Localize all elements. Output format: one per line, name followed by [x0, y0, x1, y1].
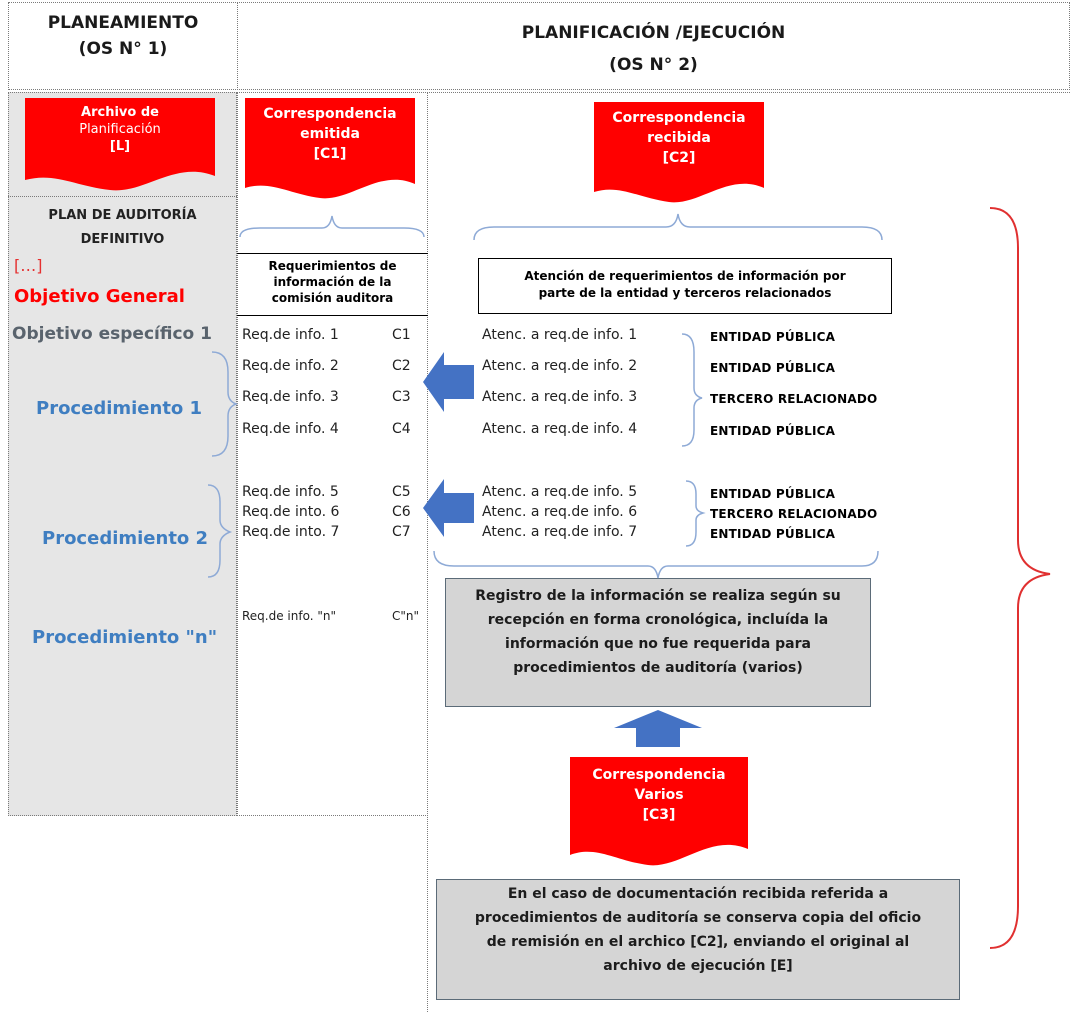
requerimientos-header: Requerimientos de información de la comi… [238, 258, 427, 306]
req-code-3: C3 [392, 389, 411, 405]
planeamiento-column [8, 92, 237, 816]
registro-line2: recepción en forma cronológica, incluída… [487, 612, 829, 628]
atencion-entity-1: ENTIDAD PÚBLICA [710, 330, 836, 344]
atencion-row-2: Atenc. a req.de info. 2 [482, 358, 638, 374]
atencion-header-box: Atención de requerimientos de informació… [478, 258, 892, 314]
doc-c2-line3: [C2] [662, 150, 696, 166]
document-shape-icon [570, 757, 748, 866]
document-shape-icon [245, 98, 415, 199]
req-row-7: Req.de into. 7 [242, 524, 340, 540]
objetivo-especifico: Objetivo específico 1 [12, 324, 212, 344]
registro-line1: Registro de la información se realiza se… [475, 588, 841, 604]
plan-title-line1: PLAN DE AUDITORÍA [48, 208, 197, 223]
req-code-n: C"n" [392, 609, 420, 623]
req-code-4: C4 [392, 421, 411, 437]
atencion-entity-6: TERCERO RELACIONADO [710, 507, 878, 521]
registro-box: Registro de la información se realiza se… [445, 578, 871, 707]
atencion-entity-4: ENTIDAD PÚBLICA [710, 424, 836, 438]
caso-line3: de remisión en el archico [C2], enviando… [486, 934, 910, 950]
req-row-1: Req.de info. 1 [242, 327, 339, 343]
doc-correspondencia-recibida: Correspondencia recibida [C2] [594, 102, 764, 208]
plan-divider [8, 196, 237, 197]
atencion-row-4: Atenc. a req.de info. 4 [482, 421, 638, 437]
req-row-6: Req.de into. 6 [242, 504, 340, 520]
doc-c1-line1: Correspondencia [263, 106, 397, 122]
doc-c3-line3: [C3] [642, 807, 676, 823]
req-row-5: Req.de info. 5 [242, 484, 339, 500]
planificacion-header: PLANIFICACIÓN /EJECUCIÓN (OS N° 2) [237, 20, 1070, 78]
atencion-header-line2: parte de la entidad y terceros relaciona… [538, 286, 832, 300]
registro-line4: procedimientos de auditoría (varios) [513, 660, 803, 676]
doc-c3-line1: Correspondencia [592, 767, 726, 783]
req-code-2: C2 [392, 358, 411, 374]
caso-box: En el caso de documentación recibida ref… [436, 879, 960, 1000]
caso-line1: En el caso de documentación recibida ref… [507, 886, 889, 902]
atencion-row-3: Atenc. a req.de info. 3 [482, 389, 638, 405]
requerimientos-header-rule-bottom [237, 315, 428, 316]
objetivo-general: Objetivo General [14, 286, 185, 307]
caso-line2: procedimientos de auditoría se conserva … [474, 910, 922, 926]
atencion-row-1: Atenc. a req.de info. 1 [482, 327, 638, 343]
planeamiento-os: (OS N° 1) [78, 39, 168, 59]
atencion-header-line1: Atención de requerimientos de informació… [524, 269, 846, 283]
doc-c3-line2: Varios [634, 787, 684, 803]
planificacion-title: PLANIFICACIÓN /EJECUCIÓN [521, 23, 786, 43]
doc-archivo-planificacion: Archivo de Planificación [L] [25, 98, 215, 194]
doc-c1-line3: [C1] [313, 146, 347, 162]
doc-c1-line2: emitida [300, 126, 360, 142]
atencion-entity-5: ENTIDAD PÚBLICA [710, 487, 836, 501]
doc-correspondencia-emitida: Correspondencia emitida [C1] [245, 98, 415, 204]
atencion-row-5: Atenc. a req.de info. 5 [482, 484, 638, 500]
ejecucion-area [427, 92, 1070, 1012]
header-right-cell [237, 2, 1070, 90]
requerimientos-header-line1: Requerimientos de [268, 259, 397, 273]
doc-l-line1: Archivo de [81, 105, 159, 120]
req-row-n: Req.de info. "n" [242, 609, 336, 623]
doc-l-line3: [L] [109, 139, 131, 154]
planeamiento-title: PLANEAMIENTO [47, 13, 199, 33]
document-shape-icon [25, 98, 215, 191]
req-code-5: C5 [392, 484, 411, 500]
procedimiento-1: Procedimiento 1 [36, 398, 203, 419]
atencion-entity-3: TERCERO RELACIONADO [710, 392, 878, 406]
atencion-row-7: Atenc. a req.de info. 7 [482, 524, 638, 540]
req-row-3: Req.de info. 3 [242, 389, 339, 405]
document-shape-icon [594, 102, 764, 203]
atencion-entity-2: ENTIDAD PÚBLICA [710, 361, 836, 375]
req-code-1: C1 [392, 327, 411, 343]
caso-line4: archivo de ejecución [E] [603, 958, 793, 974]
procedimiento-n: Procedimiento "n" [32, 627, 218, 648]
req-code-7: C7 [392, 524, 411, 540]
doc-c2-line2: recibida [647, 130, 711, 146]
plan-ellipsis: […] [14, 256, 43, 275]
requerimientos-header-line3: comisión auditora [271, 291, 394, 305]
plan-title-line2: DEFINITIVO [80, 232, 165, 247]
requerimientos-header-rule [237, 253, 428, 254]
req-row-4: Req.de info. 4 [242, 421, 339, 437]
doc-l-line2: Planificación [79, 122, 161, 137]
req-code-6: C6 [392, 504, 411, 520]
doc-correspondencia-varios: Correspondencia Varios [C3] [570, 757, 748, 871]
atencion-row-6: Atenc. a req.de info. 6 [482, 504, 638, 520]
plan-title: PLAN DE AUDITORÍA DEFINITIVO [8, 204, 237, 252]
doc-c2-line1: Correspondencia [612, 110, 746, 126]
planeamiento-header: PLANEAMIENTO (OS N° 1) [8, 10, 238, 62]
planificacion-os: (OS N° 2) [609, 55, 698, 75]
req-row-2: Req.de info. 2 [242, 358, 339, 374]
procedimiento-2: Procedimiento 2 [42, 528, 209, 549]
requerimientos-header-line2: información de la [273, 275, 392, 289]
atencion-entity-7: ENTIDAD PÚBLICA [710, 527, 836, 541]
registro-line3: información que no fue requerida para [505, 636, 811, 652]
